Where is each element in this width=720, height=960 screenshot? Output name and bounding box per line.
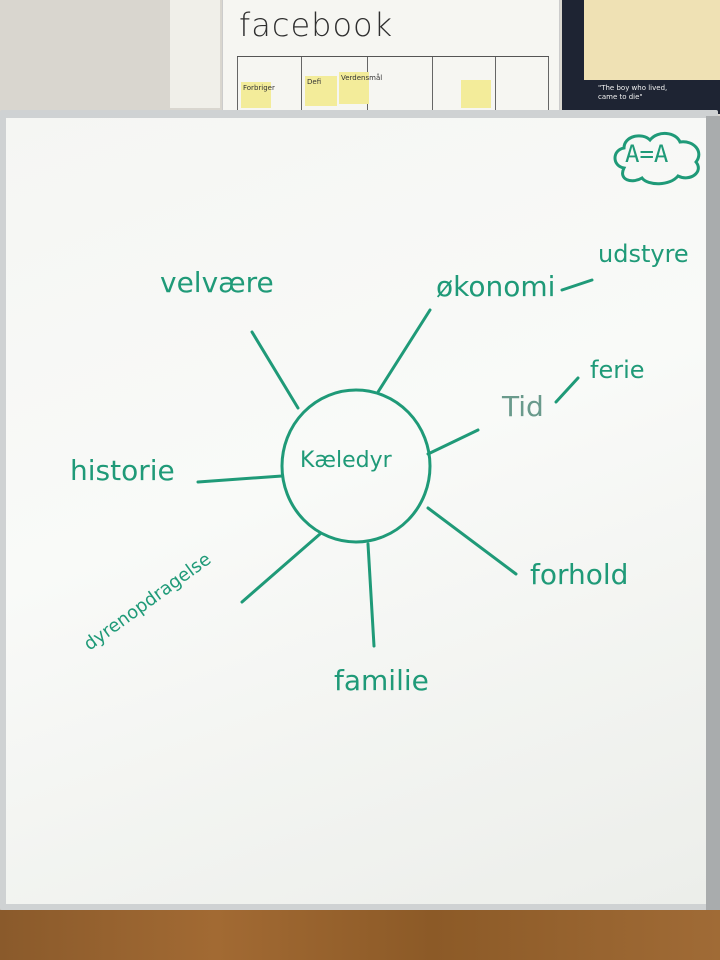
facebook-sheet: facebook Forbriger Defi Verdensmål xyxy=(222,0,560,112)
branch-label-familie: familie xyxy=(334,664,429,697)
branch-line-ferie xyxy=(554,376,580,404)
branch-label-tid: Tid xyxy=(502,390,544,423)
sticky-note: Defi xyxy=(305,76,337,106)
sticky-note: Forbriger xyxy=(241,82,275,108)
grid-column xyxy=(432,57,433,111)
poster-paper xyxy=(584,0,720,80)
branch-label-historie: historie xyxy=(70,454,175,487)
sticky-note xyxy=(461,80,491,108)
branch-label-forhold: forhold xyxy=(530,558,629,591)
branch-line-familie xyxy=(366,542,376,648)
grid-column xyxy=(237,57,238,111)
branch-line-velvaere xyxy=(250,330,300,410)
paper-sheet-left xyxy=(170,0,220,108)
sticky-note: Verdensmål xyxy=(339,72,382,104)
center-circle xyxy=(280,388,432,544)
branch-label-velvaere: velvære xyxy=(160,266,274,299)
grid-column xyxy=(495,57,496,111)
branch-line-okonomi xyxy=(376,308,432,394)
facebook-title: facebook xyxy=(239,6,394,44)
branch-line-historie xyxy=(196,474,284,484)
center-label: Kæledyr xyxy=(300,448,392,473)
whiteboard xyxy=(6,118,710,904)
branch-line-forhold xyxy=(426,506,518,576)
whiteboard-stand xyxy=(706,116,720,916)
branch-line-dyrenopdragelse xyxy=(240,532,322,604)
branch-label-okonomi: økonomi xyxy=(436,270,556,303)
grid-column xyxy=(548,57,549,111)
branch-line-udstyre xyxy=(560,278,594,292)
cloud-logo-icon xyxy=(613,132,701,186)
poster-text: "The boy who lived, came to die" xyxy=(598,84,668,101)
logo-text: A=A xyxy=(625,140,669,168)
grid-column xyxy=(301,57,302,111)
wooden-floor xyxy=(0,910,720,960)
branch-label-udstyre: udstyre xyxy=(598,240,689,268)
branch-line-tid xyxy=(426,428,480,456)
branch-label-ferie: ferie xyxy=(590,356,645,384)
